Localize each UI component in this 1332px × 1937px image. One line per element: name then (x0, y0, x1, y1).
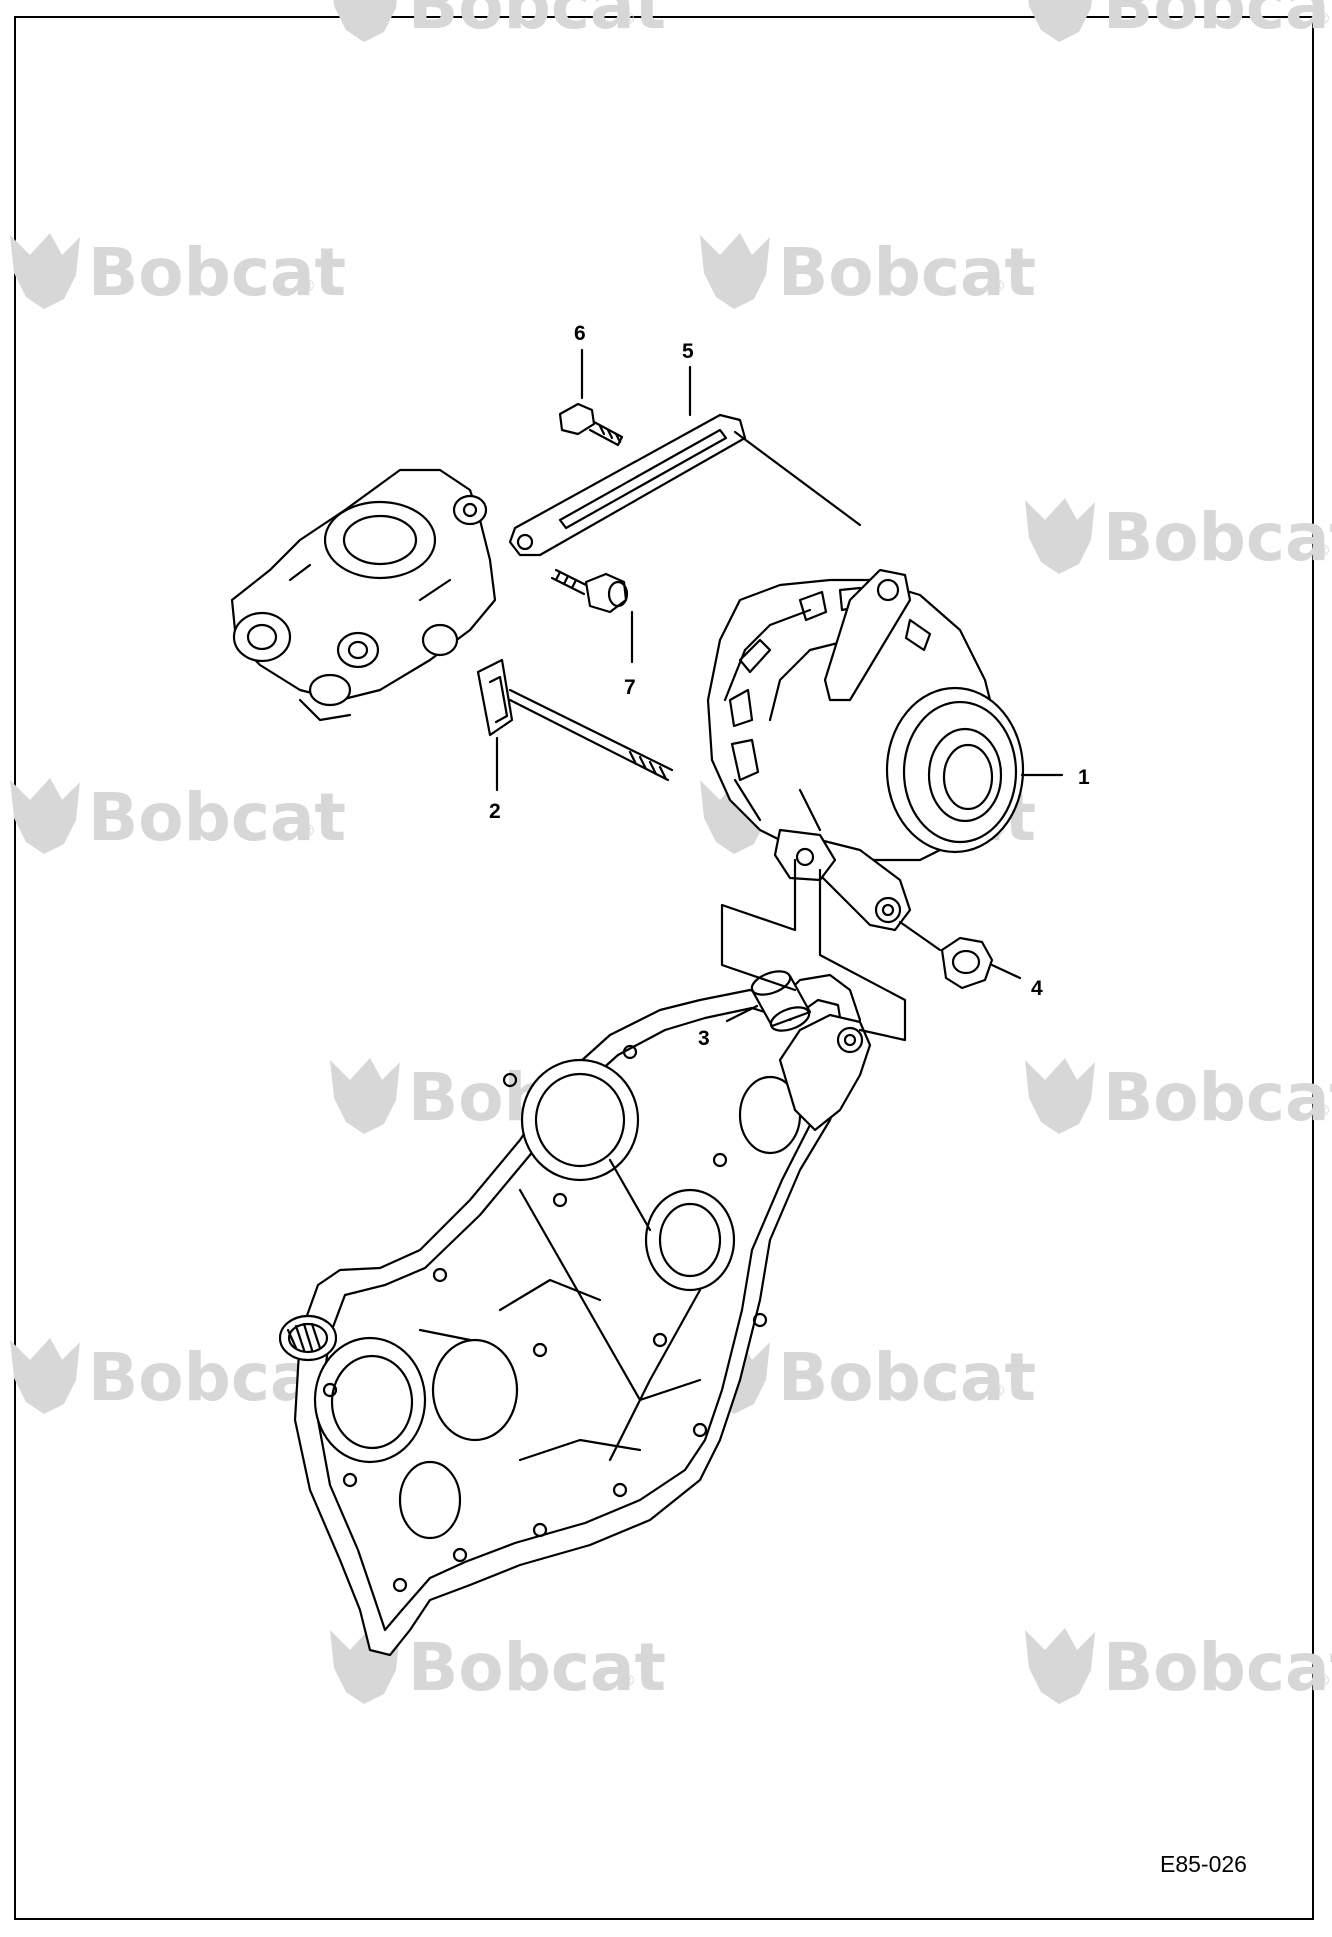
watermark: Bobcat® (1028, 0, 1332, 44)
bobcat-logo-icon (10, 233, 80, 309)
bobcat-logo-icon (333, 0, 397, 42)
watermark-text: Bobcat (408, 1629, 666, 1706)
bobcat-logo-icon (700, 778, 770, 854)
bobcat-logo-icon (1028, 0, 1092, 42)
watermark: Bobcat® (1025, 1628, 1332, 1706)
watermark: Bobcat® (333, 0, 666, 44)
callout-5: 5 (682, 340, 694, 363)
part-2-stud-bolt (476, 658, 674, 782)
watermark-text: Bobcat (88, 234, 346, 311)
callout-leaders (495, 348, 1064, 1023)
bobcat-logo-icon (10, 1338, 80, 1414)
bobcat-logo-icon (330, 1058, 400, 1134)
watermark: Bobcat® (700, 1338, 1036, 1416)
watermark-registered-mark: ® (300, 821, 316, 840)
callout-1: 1 (1078, 766, 1090, 789)
watermark-registered-mark: ® (1315, 1671, 1331, 1690)
watermark: Bobcat® (330, 1628, 666, 1706)
callout-4: 4 (1031, 977, 1043, 1000)
watermark: Bobcat® (1025, 498, 1332, 576)
watermark-text: Bobcat (778, 234, 1036, 311)
watermark-registered-mark: ® (990, 276, 1006, 295)
callout-2: 2 (489, 800, 501, 823)
part-4-nut (898, 920, 994, 990)
engine-front-cover (278, 973, 872, 1657)
watermark-registered-mark: ® (620, 9, 636, 28)
watermark: Bobcat® (1025, 1058, 1332, 1136)
part-5-adjusting-strap (508, 413, 862, 557)
callout-7: 7 (624, 676, 636, 699)
diagram-frame (14, 16, 1314, 1920)
watermark: Bobcat® (10, 778, 346, 856)
part-1-alternator (706, 568, 1025, 932)
watermark-registered-mark: ® (1315, 541, 1331, 560)
callout-labels: 1 2 3 4 5 6 7 (489, 322, 1090, 1050)
bobcat-logo-icon (1025, 1058, 1095, 1134)
watermark-text: Bobcat (1103, 1059, 1332, 1136)
callout-6: 6 (574, 322, 586, 345)
water-pump-housing (230, 468, 497, 722)
watermark-registered-mark: ® (300, 276, 316, 295)
watermark-text: Bobcat (778, 1339, 1036, 1416)
bobcat-logo-icon (1025, 498, 1095, 574)
watermark-text: Bobcat (88, 779, 346, 856)
watermark: Bobcat® (10, 233, 346, 311)
drawing-code: E85-026 (1160, 1851, 1247, 1877)
bobcat-logo-icon (700, 233, 770, 309)
part-7-bolt (550, 568, 629, 614)
watermark-registered-mark: ® (1315, 9, 1331, 28)
bobcat-logo-icon (1025, 1628, 1095, 1704)
watermark-text: Bobcat (1103, 1629, 1332, 1706)
watermark-registered-mark: ® (1315, 1101, 1331, 1120)
assembly-lines (720, 858, 907, 1042)
watermark-text: Bobcat (1103, 499, 1332, 576)
watermark-registered-mark: ® (620, 1671, 636, 1690)
callout-3: 3 (698, 1027, 710, 1050)
watermark: Bobcat® (700, 233, 1036, 311)
watermark-text: Bobcat (408, 0, 666, 44)
watermark-registered-mark: ® (990, 1381, 1006, 1400)
bobcat-logo-icon (10, 778, 80, 854)
part-3-spacer (750, 970, 812, 1032)
bobcat-logo-icon (330, 1628, 400, 1704)
part-6-bolt (558, 402, 624, 447)
watermark-text: Bobcat (1103, 0, 1332, 44)
